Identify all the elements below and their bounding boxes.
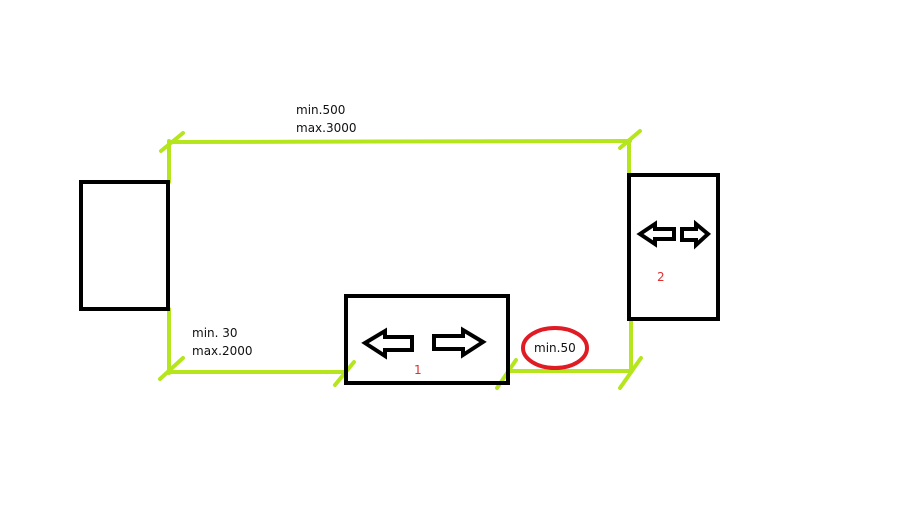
top-max-label: max.3000 [296, 121, 357, 135]
arrow-left-icon [636, 220, 676, 248]
box-1-number: 1 [414, 363, 422, 377]
left-box [79, 180, 170, 311]
box-2-number: 2 [657, 270, 665, 284]
arrow-right-icon [680, 219, 712, 250]
tick-mark [158, 356, 185, 381]
tick-mark [618, 356, 643, 390]
arrow-right-icon [432, 326, 487, 359]
box-1 [344, 294, 510, 385]
tick-mark [618, 129, 642, 150]
box-2 [627, 173, 720, 321]
top-dimension-line [167, 139, 632, 144]
tick-mark [159, 131, 185, 153]
left-min-label: min. 30 [192, 326, 238, 340]
highlight-circle [521, 326, 589, 370]
arrow-left-icon [361, 327, 414, 360]
gap-min-label: min.50 [534, 341, 576, 355]
top-min-label: min.500 [296, 103, 346, 117]
left-max-label: max.2000 [192, 344, 253, 358]
